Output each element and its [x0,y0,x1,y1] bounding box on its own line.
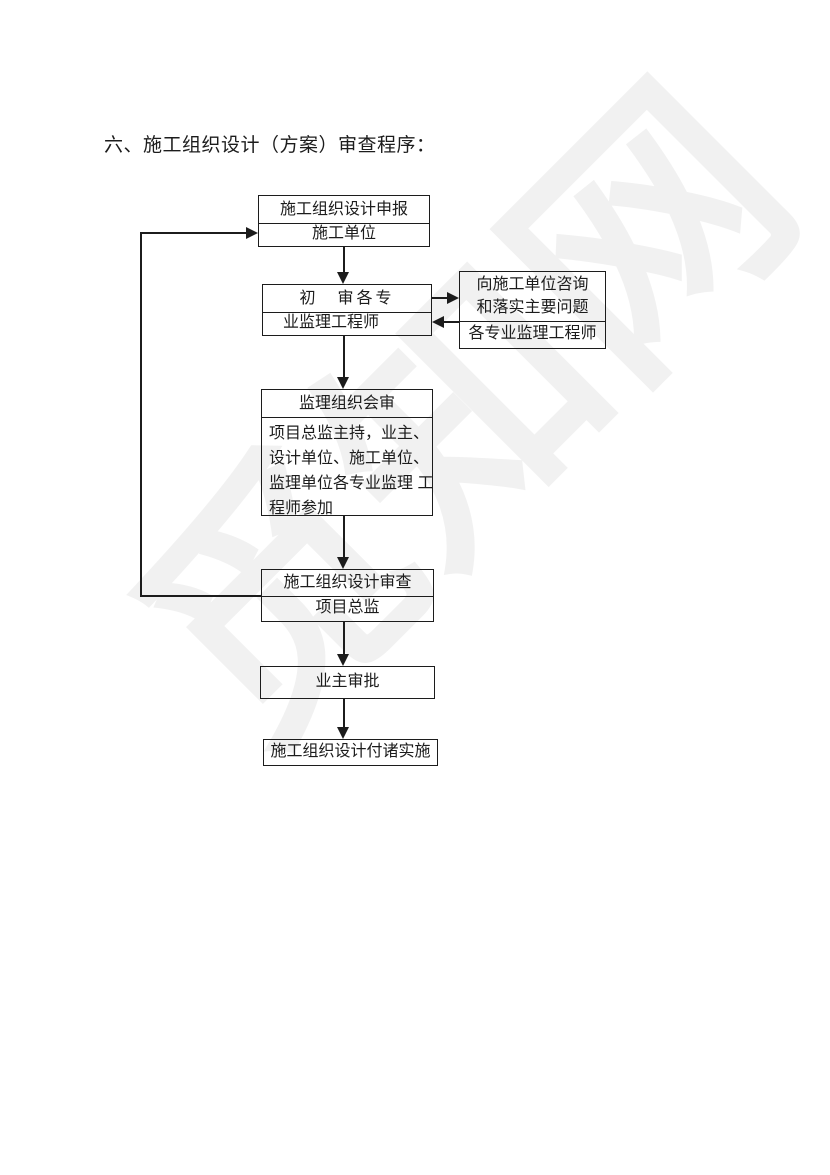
arrow-review-to-approval-head [337,654,349,666]
arrow-joint-to-review-line [343,516,345,557]
arrow-initial-to-consult-line [432,297,448,299]
feedback-loop-top-line [141,232,247,234]
node-joint-review: 监理组织会审 项目总监主持，业主、 设计单位、施工单位、 监理单位各专业监理 工… [261,389,433,516]
arrow-approval-to-implementation-line [343,699,345,727]
node-owner-approval-label: 业主审批 [315,673,380,690]
node-joint-review-participants: 项目总监主持，业主、 设计单位、施工单位、 监理单位各专业监理 工 程师参加 [262,418,432,515]
arrow-submission-to-initial-line [343,247,345,273]
joint-review-line-2: 设计单位、施工单位、 [269,450,430,467]
arrow-approval-to-implementation-head [337,727,349,739]
feedback-loop-vertical-line [140,232,142,597]
node-design-submission-activity: 施工组织设计申报 [259,196,429,224]
node-implementation: 施工组织设计付诸实施 [263,739,438,766]
arrow-initial-to-joint-line [343,336,345,378]
node-design-review: 施工组织设计审查 项目总监 [261,569,434,622]
joint-review-line-1: 项目总监主持，业主、 [269,425,430,442]
node-design-submission: 施工组织设计申报 施工单位 [258,195,430,247]
node-consult-contractor-actor: 各专业监理工程师 [468,325,597,342]
feedback-loop-head [246,227,258,239]
arrow-submission-to-initial-head [337,272,349,284]
joint-review-line-4: 程师参加 [269,500,334,515]
node-initial-review-actor: 业监理工程师 [283,314,380,331]
node-implementation-label: 施工组织设计付诸实施 [270,743,431,760]
node-initial-review-activity: 初 审各专 [263,285,431,313]
node-design-review-actor: 项目总监 [315,598,380,616]
arrow-initial-to-consult-head [447,292,459,304]
page-title: 六、施工组织设计（方案）审查程序： [104,135,436,156]
arrow-consult-to-initial-line [443,321,460,323]
node-owner-approval: 业主审批 [260,666,435,699]
feedback-loop-bottom-line [141,595,262,597]
node-design-review-activity: 施工组织设计审查 [262,570,433,597]
arrow-review-to-approval-line [343,622,345,654]
arrow-joint-to-review-head [337,557,349,569]
arrow-consult-to-initial-head [432,316,444,328]
consult-line-2: 和落实主要问题 [476,299,589,316]
joint-review-line-3: 监理单位各专业监理 工 [269,475,432,492]
consult-line-1: 向施工单位咨询 [476,276,589,293]
node-consult-contractor-activity: 向施工单位咨询 和落实主要问题 [460,272,605,322]
node-consult-contractor: 向施工单位咨询 和落实主要问题 各专业监理工程师 [459,271,606,349]
arrow-initial-to-joint-head [337,377,349,389]
node-joint-review-title: 监理组织会审 [262,390,432,418]
node-design-submission-actor: 施工单位 [311,225,376,242]
node-initial-review: 初 审各专 业监理工程师 [262,284,432,336]
